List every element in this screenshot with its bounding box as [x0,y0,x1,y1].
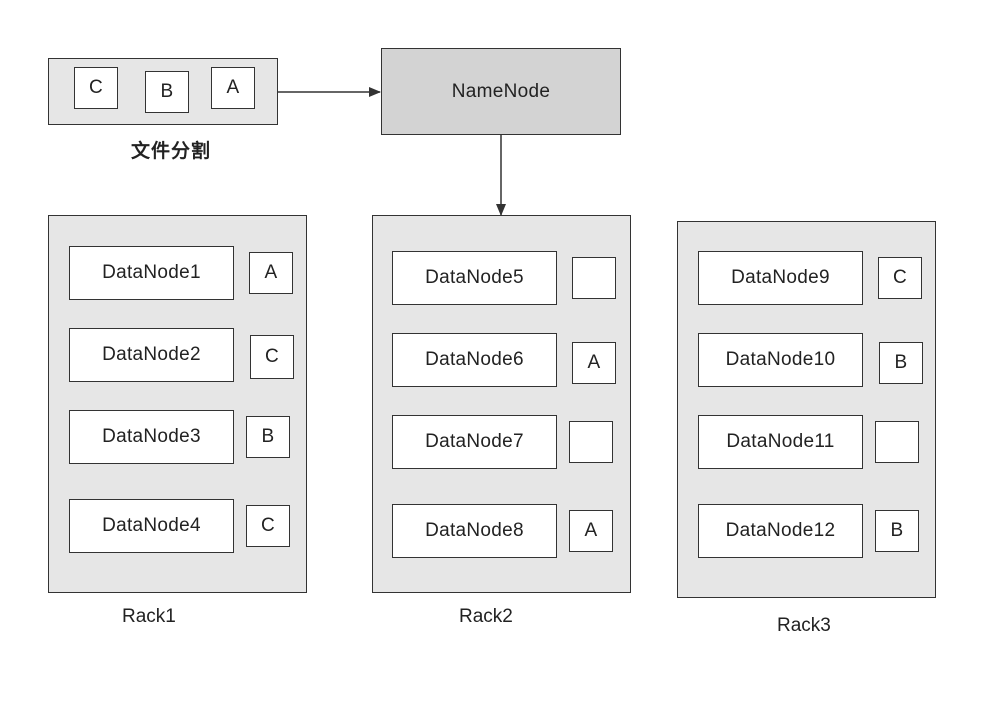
datanode12-box: DataNode12 [698,504,863,558]
datanode1-box: DataNode1 [69,246,234,300]
datanode4-block: C [246,505,290,547]
datanode3-box: DataNode3 [69,410,234,464]
datanode10-block: B [879,342,923,384]
datanode5-box: DataNode5 [392,251,557,305]
datanode2-block: C [250,335,294,379]
datanode6-box: DataNode6 [392,333,557,387]
file-block-c: C [74,67,118,109]
datanode7-block [569,421,613,463]
namenode-box: NameNode [381,48,621,135]
datanode8-box: DataNode8 [392,504,557,558]
datanode12-block: B [875,510,919,552]
datanode11-box: DataNode11 [698,415,863,469]
datanode3-block: B [246,416,290,458]
rack1-label: Rack1 [122,606,176,627]
datanode2-box: DataNode2 [69,328,234,382]
datanode9-box: DataNode9 [698,251,863,305]
datanode9-block: C [878,257,922,299]
datanode4-box: DataNode4 [69,499,234,553]
datanode1-block: A [249,252,293,294]
rack2-label: Rack2 [459,606,513,627]
file-split-caption: 文件分割 [131,140,212,162]
datanode5-block [572,257,616,299]
datanode10-box: DataNode10 [698,333,863,387]
file-block-a: A [211,67,255,109]
file-block-b: B [145,71,189,113]
datanode7-box: DataNode7 [392,415,557,469]
datanode11-block [875,421,919,463]
rack3-label: Rack3 [777,615,831,636]
datanode8-block: A [569,510,613,552]
datanode6-block: A [572,342,616,384]
